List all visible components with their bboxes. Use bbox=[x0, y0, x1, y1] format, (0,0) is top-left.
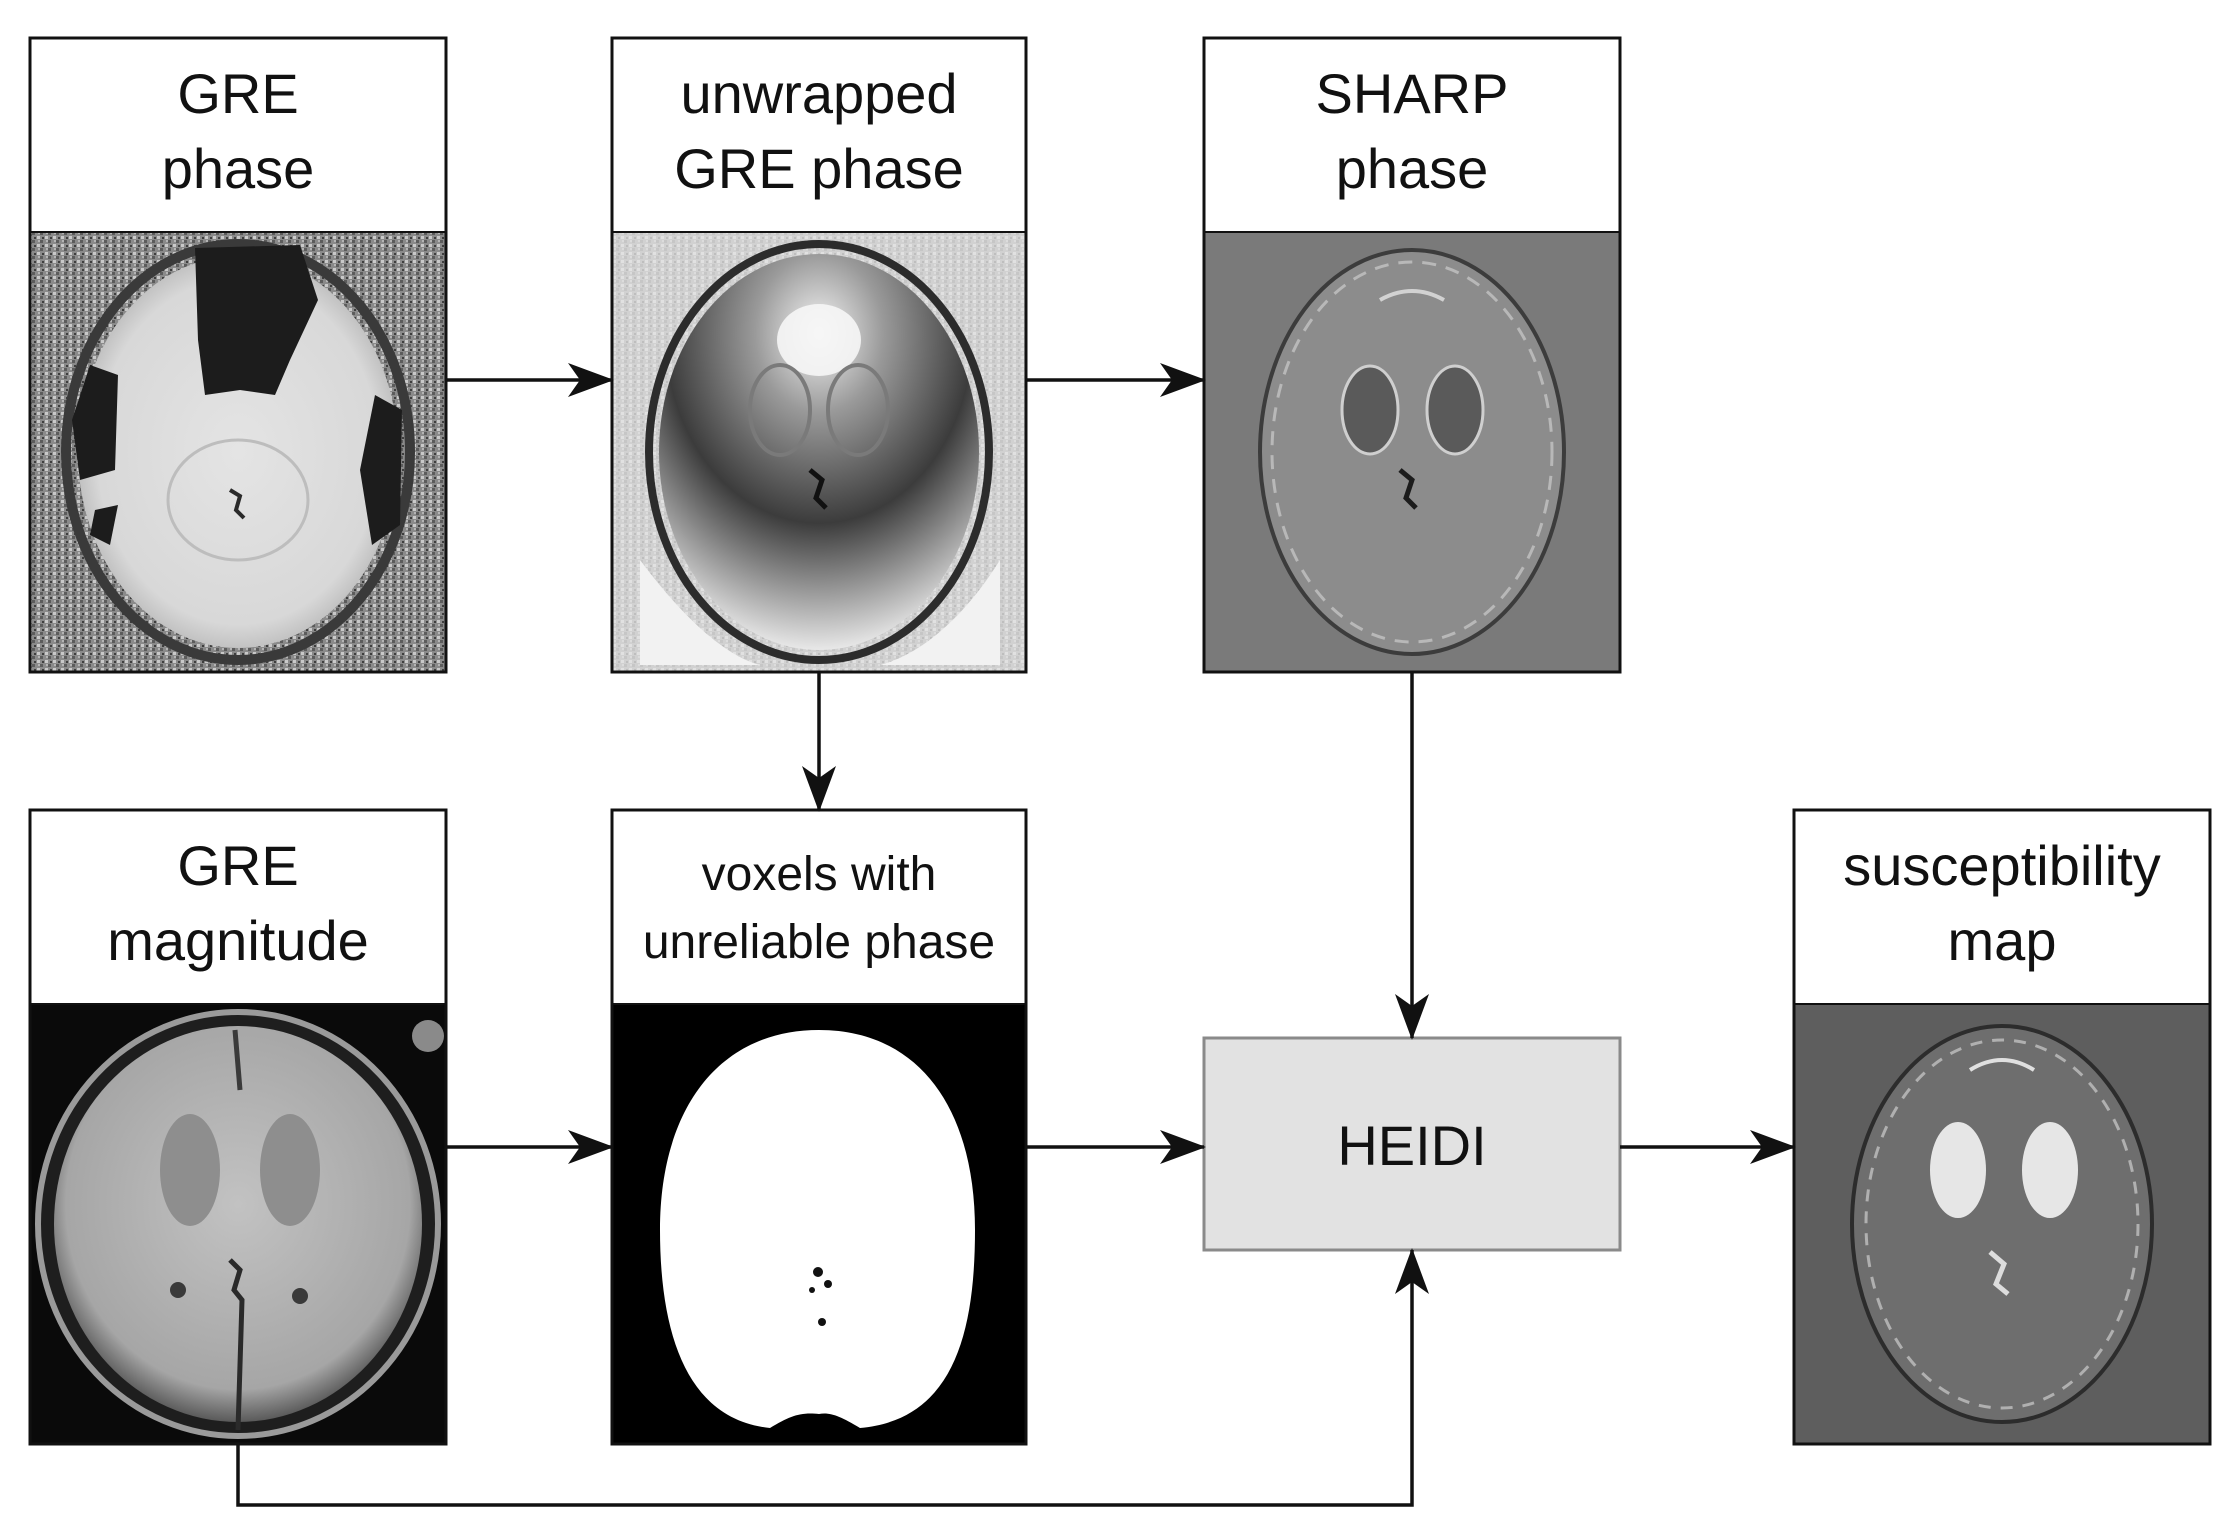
panel-unreliable-voxels: voxels with unreliable phase bbox=[610, 808, 1028, 1446]
panel-sharp-phase-title-line2: phase bbox=[1336, 137, 1489, 200]
panel-gre-phase-header bbox=[30, 38, 446, 232]
unreliable-voxels-mask-image bbox=[612, 1004, 1026, 1444]
heidi-process-box: HEIDI bbox=[1202, 1036, 1622, 1252]
panel-gre-magnitude-title-line2: magnitude bbox=[107, 909, 369, 972]
panel-unreliable-voxels-title-line1: voxels with bbox=[702, 848, 937, 901]
panel-susceptibility-map-title-line1: susceptibility bbox=[1843, 834, 2160, 897]
arrow-magnitude-to-heidi bbox=[236, 1248, 1429, 1507]
heidi-label: HEIDI bbox=[1337, 1114, 1486, 1177]
panel-unwrapped-phase: unwrapped GRE phase bbox=[610, 36, 1028, 674]
sharp-phase-image bbox=[1204, 232, 1620, 672]
panel-unwrapped-phase-title-line1: unwrapped bbox=[680, 62, 957, 125]
panel-gre-phase-title-line2: phase bbox=[162, 137, 315, 200]
panel-gre-magnitude: GRE magnitude bbox=[28, 808, 448, 1446]
panel-gre-phase-border bbox=[28, 36, 448, 674]
panel-sharp-phase-header bbox=[1204, 38, 1620, 232]
panel-susceptibility-map: susceptibility map bbox=[1792, 808, 2212, 1446]
panel-susceptibility-map-border bbox=[1792, 808, 2212, 1446]
panel-unreliable-voxels-header bbox=[612, 810, 1026, 1004]
panel-sharp-phase: SHARP phase bbox=[1202, 36, 1622, 674]
panel-susceptibility-map-header bbox=[1794, 810, 2210, 1004]
panel-unwrapped-phase-header bbox=[612, 38, 1026, 232]
panel-gre-magnitude-header bbox=[30, 810, 446, 1004]
panel-gre-phase-title-line1: GRE bbox=[177, 62, 298, 125]
panel-gre-phase: GRE phase bbox=[28, 36, 448, 674]
panel-unwrapped-phase-title-line2: GRE phase bbox=[674, 137, 964, 200]
unwrapped-phase-image bbox=[612, 232, 1026, 672]
panel-gre-magnitude-title-line1: GRE bbox=[177, 834, 298, 897]
gre-magnitude-image bbox=[30, 1004, 446, 1444]
connectors bbox=[236, 363, 1796, 1507]
susceptibility-map-image bbox=[1794, 1004, 2210, 1444]
panel-sharp-phase-title-line1: SHARP bbox=[1316, 62, 1509, 125]
gre-phase-image bbox=[30, 232, 446, 672]
panel-unreliable-voxels-title-line2: unreliable phase bbox=[643, 916, 995, 969]
panel-susceptibility-map-title-line2: map bbox=[1948, 909, 2057, 972]
